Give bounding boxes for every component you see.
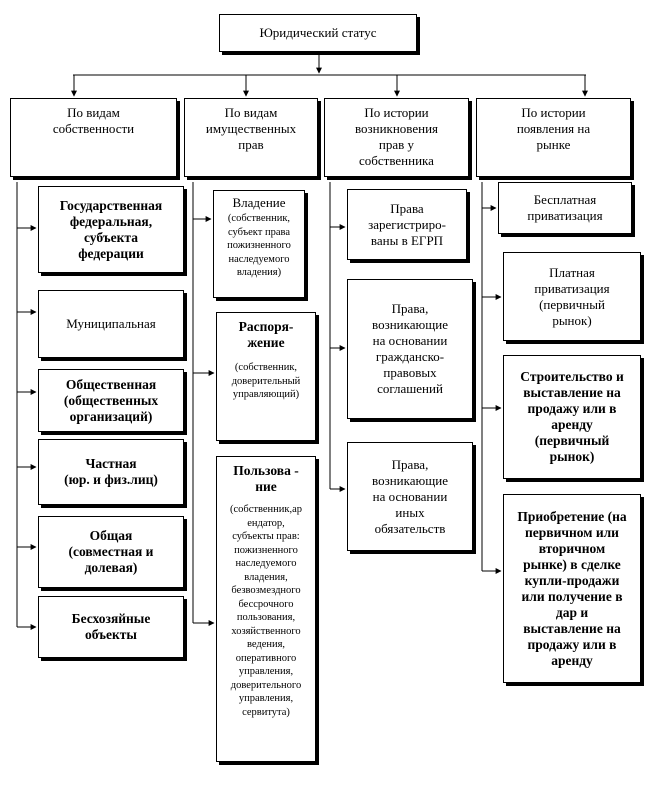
origin-item-other-obligations: Права, возникающие на основании иных обя… [347,442,473,551]
column-header-label: По истории возникновения прав у собствен… [354,105,439,168]
origin-item-registered: Права зарегистриро- ваны в ЕГРП [347,189,467,260]
column-header-label: По видам имущественных прав [205,105,297,152]
item-label: Бесхозяйные объекты [71,611,151,642]
column-header-label: По истории появления на рынке [516,105,591,152]
ownership-item-state: Государственная федеральная, субъекта фе… [38,186,184,273]
item-label: Платная приватизация (первичный рынок) [534,264,610,328]
item-label: Общая (совместная и долевая) [68,528,154,575]
market-item-paid-privatization: Платная приватизация (первичный рынок) [503,252,641,341]
ownership-item-private: Частная (юр. и физ.лиц) [38,439,184,505]
rights-item-use: Пользова - ние (собственник,ар ендатор, … [216,456,316,762]
rights-item-disposal: Распоря- жение (собственник, доверительн… [216,312,316,441]
column-header-rights-origin: По истории возникновения прав у собствен… [324,98,469,177]
ownership-item-ownerless: Бесхозяйные объекты [38,596,184,658]
root-node: Юридический статус [219,14,417,52]
market-item-construction: Строительство и выставление на продажу и… [503,355,641,479]
item-label: Строительство и выставление на продажу и… [520,369,624,464]
item-label: Частная (юр. и физ.лиц) [64,456,158,487]
item-note: (собственник, субъект права пожизненного… [227,213,291,278]
column-header-market-history: По истории появления на рынке [476,98,631,177]
item-title: Распоря- жение [238,319,294,350]
item-title: Владение [232,195,286,210]
column-header-label: По видам собственности [52,105,135,136]
item-label: Права, возникающие на основании иных обя… [372,456,448,536]
rights-item-possession: Владение (собственник, субъект права пож… [213,190,305,298]
item-title: Пользова - ние [233,463,299,494]
column-header-ownership: По видам собственности [10,98,177,177]
item-note: (собственник, доверительный управляющий) [231,362,301,400]
item-label: Государственная федеральная, субъекта фе… [59,197,163,261]
item-label: Общественная (общественных организаций) [63,376,159,424]
item-label: Муниципальная [66,316,156,331]
item-note: (собственник,ар ендатор, субъекты прав: … [229,504,303,718]
market-item-acquisition: Приобретение (на первичном или вторичном… [503,494,641,683]
item-label: Права зарегистриро- ваны в ЕГРП [368,200,446,248]
item-label: Приобретение (на первичном или вторичном… [517,508,627,668]
ownership-item-common: Общая (совместная и долевая) [38,516,184,588]
item-label: Бесплатная приватизация [527,192,603,223]
origin-item-civil-agreements: Права, возникающие на основании гражданс… [347,279,473,419]
root-label: Юридический статус [259,25,377,40]
item-label: Права, возникающие на основании гражданс… [372,301,448,396]
ownership-item-municipal: Муниципальная [38,290,184,358]
market-item-free-privatization: Бесплатная приватизация [498,182,632,234]
column-header-property-rights: По видам имущественных прав [184,98,318,177]
ownership-item-public: Общественная (общественных организаций) [38,369,184,432]
